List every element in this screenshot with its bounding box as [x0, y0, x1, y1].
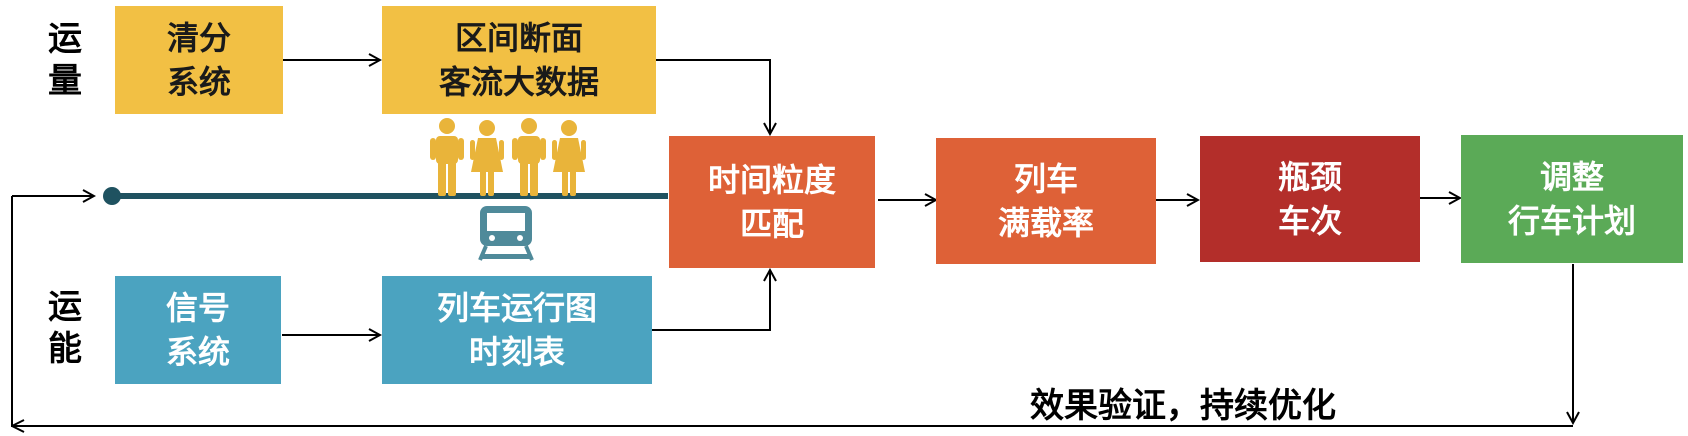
signal-system-box: 信号 系统	[115, 276, 281, 384]
time-granularity-match-box: 时间粒度 匹配	[669, 136, 875, 268]
arrow-flow-to-match	[656, 59, 770, 134]
adjust-plan-box: 调整 行车计划	[1461, 135, 1683, 263]
timetable-box: 列车运行图 时刻表	[382, 276, 652, 384]
person-female-icon	[552, 120, 586, 196]
clearing-system-box: 清分 系统	[115, 6, 283, 114]
bottleneck-train-box: 瓶颈 车次	[1200, 136, 1420, 262]
train-icon	[478, 206, 534, 261]
person-female-icon	[470, 120, 504, 196]
volume-label: 运 量	[48, 19, 82, 101]
person-male-icon	[430, 118, 464, 196]
passengers-icon	[430, 118, 586, 196]
feedback-label: 效果验证，持续优化	[1030, 386, 1336, 426]
load-rate-box: 列车 满载率	[936, 138, 1156, 264]
person-male-icon	[512, 118, 546, 196]
arrow-timetable-to-match	[652, 270, 770, 331]
timeline-dot	[103, 187, 121, 205]
section-flow-data-box: 区间断面 客流大数据	[382, 6, 656, 114]
capacity-label: 运 能	[48, 287, 82, 369]
